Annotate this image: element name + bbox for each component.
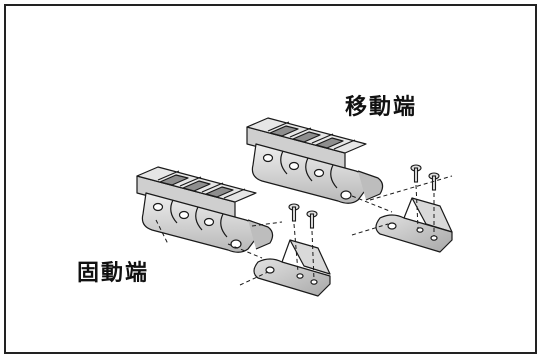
moving-end-label: 移動端 xyxy=(345,95,418,120)
fixed-end-label: 固動端 xyxy=(77,261,150,286)
fixed-end-bracket xyxy=(253,239,331,297)
screw-icon xyxy=(410,164,422,183)
screws xyxy=(288,164,440,229)
screw-icon xyxy=(288,203,300,222)
screw-icon xyxy=(428,172,440,191)
moving-end-chain xyxy=(246,117,384,204)
screw-icon xyxy=(306,210,318,229)
alignment-lines xyxy=(155,175,453,286)
moving-end-bracket xyxy=(375,197,453,253)
fixed-end-chain xyxy=(136,166,274,253)
